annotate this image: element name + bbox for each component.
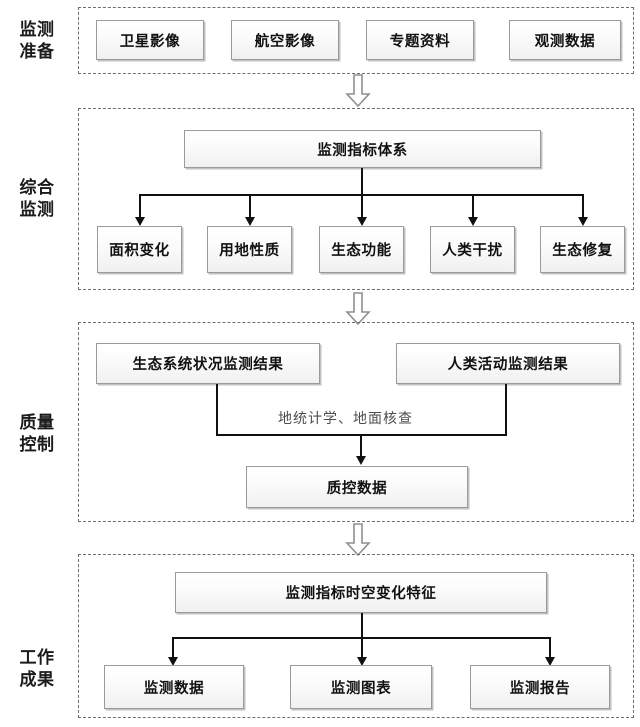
connector-results-drop-1 [172, 637, 174, 659]
node-ecological-restoration[interactable]: 生态修复 [540, 226, 625, 273]
node-monitoring-report[interactable]: 监测报告 [470, 665, 610, 709]
node-land-use-nature[interactable]: 用地性质 [207, 226, 292, 273]
connector-qc-to-output [360, 434, 362, 458]
arrowhead-qc-output [356, 456, 366, 465]
node-observation-data[interactable]: 观测数据 [509, 20, 621, 60]
connector-annotation-geostatistics: 地统计学、地面核查 [278, 411, 413, 427]
connector-trunk-results [361, 613, 363, 639]
connector-drop-4 [472, 194, 474, 219]
stage-comprehensive-monitoring [78, 108, 634, 290]
stage-label-quality-control: 质量 控制 [19, 413, 55, 455]
connector-qc-right-drop [505, 384, 507, 436]
node-human-disturbance[interactable]: 人类干扰 [430, 226, 515, 273]
connector-drop-1 [139, 194, 141, 219]
arrowhead-drop-3 [357, 217, 367, 226]
connector-drop-3 [361, 194, 363, 219]
node-monitoring-index-system[interactable]: 监测指标体系 [184, 130, 541, 168]
node-satellite-image[interactable]: 卫星影像 [96, 20, 204, 60]
connector-trunk-monitoring [361, 168, 363, 196]
stage-preparation [78, 7, 634, 74]
arrowhead-results-drop-2 [357, 657, 367, 666]
stage-label-comprehensive-monitoring: 综合 监测 [19, 178, 55, 220]
flow-arrow-preparation-to-monitoring [344, 74, 372, 108]
stage-label-preparation: 监测 准备 [19, 20, 55, 62]
arrowhead-drop-1 [135, 217, 145, 226]
arrowhead-results-drop-1 [168, 657, 178, 666]
arrowhead-drop-5 [578, 217, 588, 226]
stage-work-results [78, 554, 634, 718]
node-ecological-function[interactable]: 生态功能 [319, 226, 404, 273]
arrowhead-results-drop-3 [545, 657, 555, 666]
node-monitoring-data[interactable]: 监测数据 [104, 665, 244, 709]
node-thematic-data[interactable]: 专题资料 [366, 20, 474, 60]
connector-qc-left-drop [216, 384, 218, 436]
connector-drop-2 [249, 194, 251, 219]
node-quality-controlled-data[interactable]: 质控数据 [246, 466, 468, 508]
connector-results-drop-3 [549, 637, 551, 659]
node-aerial-image[interactable]: 航空影像 [231, 20, 339, 60]
node-ecosystem-status-result[interactable]: 生态系统状况监测结果 [96, 343, 320, 384]
node-area-change[interactable]: 面积变化 [97, 226, 182, 273]
stage-label-work-results: 工作 成果 [19, 648, 55, 690]
connector-results-drop-2 [361, 637, 363, 659]
stage-quality-control [78, 322, 634, 522]
flow-arrow-quality-control-to-results [344, 523, 372, 557]
arrowhead-drop-2 [245, 217, 255, 226]
node-spatiotemporal-change-features[interactable]: 监测指标时空变化特征 [175, 572, 547, 613]
flow-arrow-monitoring-to-quality-control [344, 292, 372, 326]
connector-drop-5 [582, 194, 584, 219]
node-human-activity-result[interactable]: 人类活动监测结果 [396, 343, 620, 384]
node-monitoring-charts[interactable]: 监测图表 [290, 665, 432, 709]
arrowhead-drop-4 [468, 217, 478, 226]
